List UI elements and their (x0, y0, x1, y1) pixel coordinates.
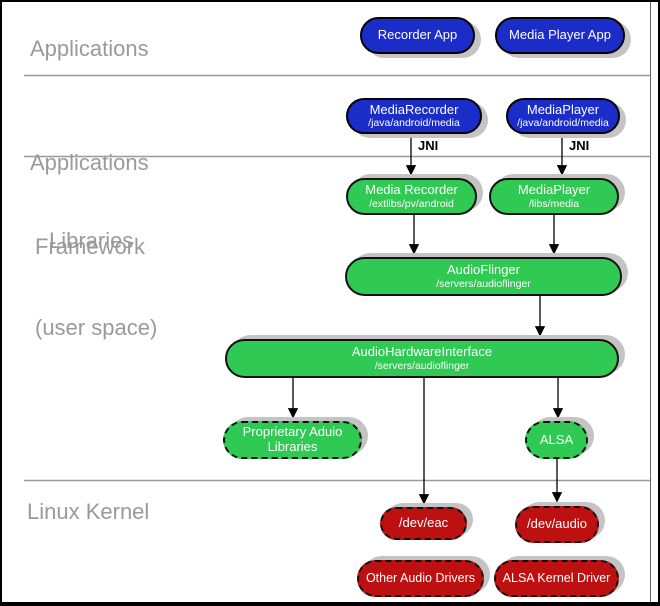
node-media-recorder-framework: MediaRecorder /java/android/media (346, 98, 482, 134)
layer-label-line: (user space) (35, 315, 158, 340)
node-subtitle: Libraries (267, 439, 318, 454)
node-title: Other Audio Drivers (365, 571, 476, 586)
node-media-player-app: Media Player App (495, 17, 625, 54)
node-audioflinger: AudioFlinger /servers/audioflinger (345, 257, 622, 296)
node-title: AudioFlinger (447, 262, 520, 277)
node-title: MediaPlayer (517, 182, 591, 197)
node-media-player-lib: MediaPlayer /libs/media (489, 178, 619, 215)
node-media-player-framework: MediaPlayer /java/android/media (506, 98, 620, 134)
node-subtitle: /java/android/media (517, 117, 609, 130)
node-alsa-kernel-driver: ALSA Kernel Driver (494, 560, 619, 597)
layer-label-line: Libraries (49, 228, 134, 253)
node-recorder-app: Recorder App (360, 17, 475, 54)
node-dev-audio: /dev/audio (515, 506, 599, 543)
node-proprietary-audio-libraries: Proprietary Aduio Libraries (223, 421, 362, 459)
node-title: ALSA (539, 431, 574, 447)
jni-label-right: JNI (569, 138, 590, 153)
node-media-recorder-lib: Media Recorder /extlibs/pv/android (346, 178, 477, 215)
layer-label-libraries: Libraries (user space) (35, 168, 157, 400)
layer-label-line: Applications (30, 150, 149, 175)
jni-label-left: JNI (418, 138, 439, 153)
layer-label-applications: Applications (30, 36, 149, 61)
node-title: Recorder App (377, 27, 458, 43)
node-title: MediaPlayer (526, 101, 600, 117)
node-title: /dev/eac (398, 515, 449, 531)
node-subtitle: /extlibs/pv/android (369, 197, 454, 210)
node-title: AudioHardwareInterface (351, 344, 493, 359)
layer-label-applications-framework: Applications Framework (30, 93, 149, 317)
node-title: /dev/audio (527, 516, 587, 532)
node-subtitle: /libs/media (528, 197, 580, 210)
node-subtitle: /servers/audioflinger (436, 277, 531, 290)
node-dev-eac: /dev/eac (380, 507, 467, 540)
layer-label-line: Framework (35, 234, 146, 259)
node-other-audio-drivers: Other Audio Drivers (357, 560, 484, 597)
node-title: ALSA Kernel Driver (502, 571, 611, 586)
layer-label-linux-kernel: Linux Kernel (27, 499, 150, 524)
node-title: MediaRecorder (369, 101, 459, 117)
node-title: Proprietary Aduio (242, 424, 343, 440)
node-title: Media Recorder (365, 182, 458, 197)
node-subtitle: /servers/audioflinger (374, 359, 470, 372)
canvas-right-edge (650, 2, 651, 602)
node-alsa: ALSA (525, 421, 588, 459)
node-subtitle: /java/android/media (368, 117, 460, 130)
node-title: Media Player App (509, 27, 611, 43)
node-audio-hardware-interface: AudioHardwareInterface /servers/audiofli… (225, 339, 619, 378)
